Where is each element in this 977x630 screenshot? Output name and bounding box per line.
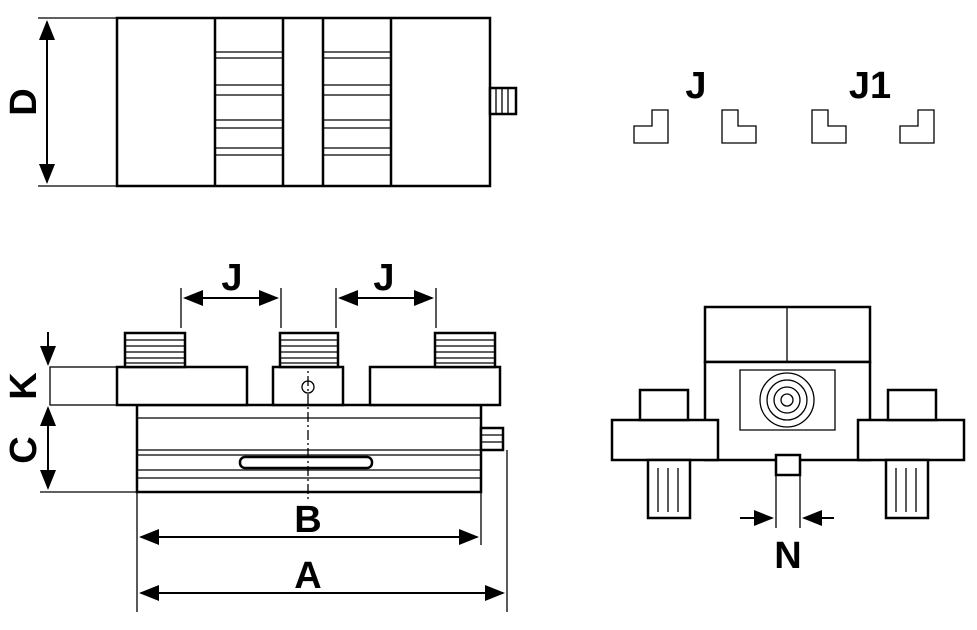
dim-label-d: D [3, 88, 45, 115]
dim-label-n: N [774, 535, 801, 577]
dim-label-j-left: J [221, 257, 242, 299]
dim-label-k: K [3, 372, 45, 400]
dim-label-b: B [294, 499, 321, 541]
dim-label-c: C [3, 436, 45, 463]
dim-label-j-right: J [373, 257, 394, 299]
end-view: N [610, 305, 966, 577]
screw-heads [123, 331, 497, 369]
legend-label-j1: J1 [849, 65, 891, 107]
top-view: D [3, 16, 518, 188]
dim-label-a: A [294, 555, 321, 597]
jaw-legend: J J1 [633, 65, 935, 144]
legend-label-j: J [685, 65, 706, 107]
front-view: J J K C B A [3, 257, 508, 612]
